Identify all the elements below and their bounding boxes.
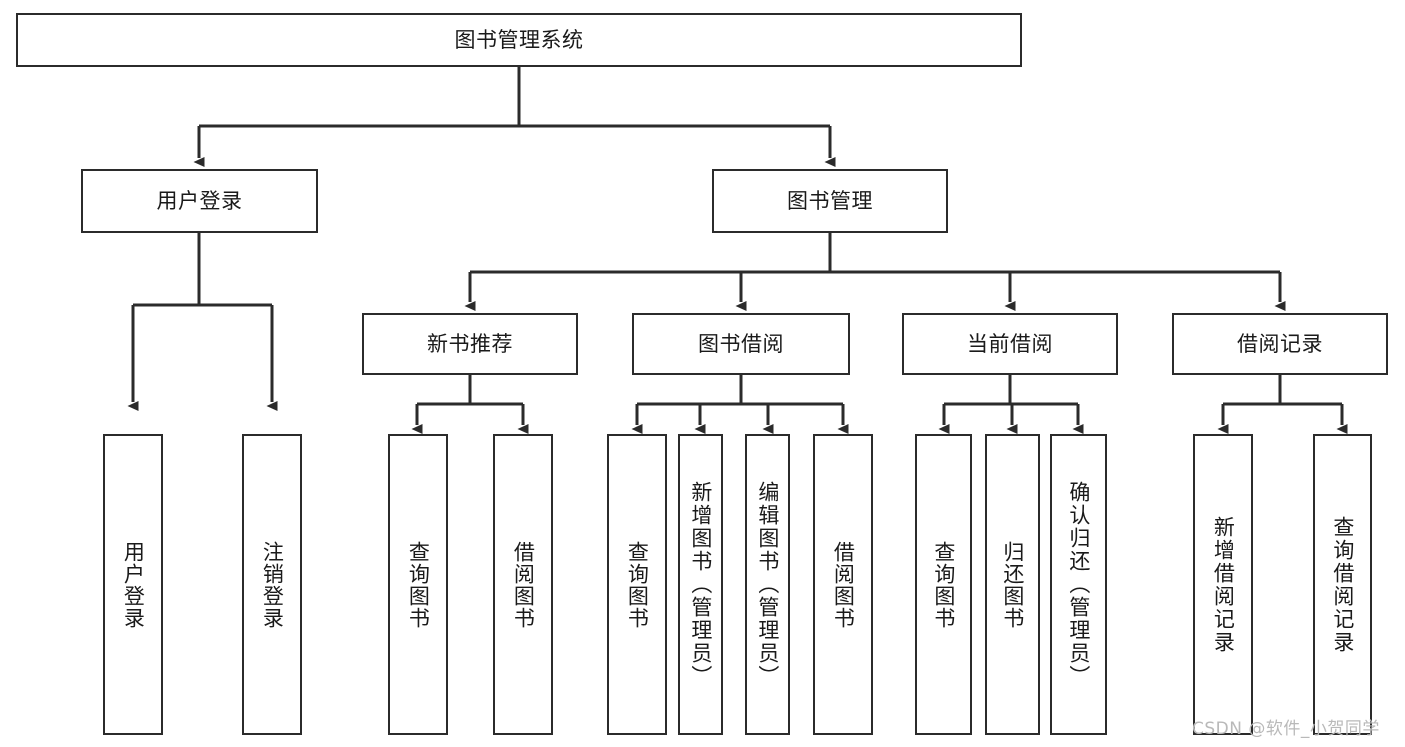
node-leaf-edit-book-label: 编辑图书（管理员） [755, 481, 780, 688]
node-book-borrow: 图书借阅 [632, 313, 850, 375]
node-leaf-query-book-3: 查询图书 [915, 434, 972, 735]
node-leaf-query-book-3-label: 查询图书 [931, 540, 956, 629]
node-leaf-query-book-2: 查询图书 [607, 434, 667, 735]
node-leaf-add-book-label: 新增图书（管理员） [688, 481, 713, 688]
node-user-login: 用户登录 [81, 169, 318, 233]
node-leaf-edit-book: 编辑图书（管理员） [745, 434, 790, 735]
node-borrow-record: 借阅记录 [1172, 313, 1388, 375]
node-leaf-add-book: 新增图书（管理员） [678, 434, 723, 735]
node-leaf-query-book-1: 查询图书 [388, 434, 448, 735]
node-borrow-record-label: 借阅记录 [1237, 331, 1323, 356]
node-leaf-add-record-label: 新增借阅记录 [1211, 515, 1236, 654]
node-current-borrow-label: 当前借阅 [967, 331, 1053, 356]
node-root-label: 图书管理系统 [454, 27, 584, 52]
node-new-book-recommend-label: 新书推荐 [427, 331, 513, 356]
node-leaf-query-book-2-label: 查询图书 [625, 540, 650, 629]
node-leaf-confirm-return-label: 确认归还（管理员） [1066, 481, 1091, 688]
node-leaf-borrow-book-2: 借阅图书 [813, 434, 873, 735]
node-leaf-logout-label: 注销登录 [260, 540, 285, 629]
node-new-book-recommend: 新书推荐 [362, 313, 578, 375]
node-leaf-query-record-label: 查询借阅记录 [1330, 515, 1355, 654]
node-leaf-return-book: 归还图书 [985, 434, 1040, 735]
node-leaf-logout: 注销登录 [242, 434, 302, 735]
node-leaf-borrow-book-1: 借阅图书 [493, 434, 553, 735]
node-book-manage: 图书管理 [712, 169, 948, 233]
node-leaf-borrow-book-1-label: 借阅图书 [511, 540, 536, 629]
node-user-login-label: 用户登录 [156, 188, 243, 213]
node-leaf-add-record: 新增借阅记录 [1193, 434, 1253, 735]
node-leaf-query-book-1-label: 查询图书 [406, 540, 431, 629]
node-leaf-confirm-return: 确认归还（管理员） [1050, 434, 1107, 735]
node-current-borrow: 当前借阅 [902, 313, 1118, 375]
node-root: 图书管理系统 [16, 13, 1022, 67]
node-book-manage-label: 图书管理 [787, 188, 873, 213]
node-leaf-return-book-label: 归还图书 [1000, 540, 1025, 629]
node-book-borrow-label: 图书借阅 [698, 331, 784, 356]
node-leaf-user-login: 用户登录 [103, 434, 163, 735]
node-leaf-user-login-label: 用户登录 [121, 540, 146, 629]
watermark: CSDN @软件_小贺同学 [1192, 719, 1380, 739]
node-leaf-query-record: 查询借阅记录 [1313, 434, 1372, 735]
node-leaf-borrow-book-2-label: 借阅图书 [831, 540, 856, 629]
